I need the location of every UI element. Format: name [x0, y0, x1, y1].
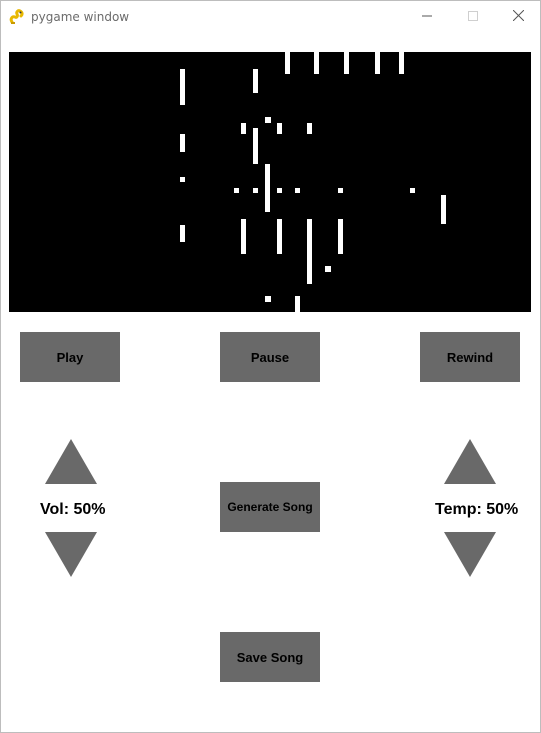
volume-up-button[interactable]: [45, 439, 97, 484]
save-song-button[interactable]: Save Song: [220, 632, 320, 682]
note-bar: [180, 225, 185, 242]
pause-button[interactable]: Pause: [220, 332, 320, 382]
save-song-label: Save Song: [236, 649, 304, 665]
maximize-icon: [468, 8, 478, 26]
note-bar: [375, 52, 380, 74]
tempo-readout: Temp: 50%: [435, 501, 519, 518]
triangle-down-icon: [444, 532, 496, 581]
rewind-button[interactable]: Rewind: [420, 332, 520, 382]
pygame-snake-icon: [9, 9, 25, 25]
note-bar: [265, 296, 271, 302]
note-bar: [307, 219, 312, 284]
note-bar: [180, 177, 185, 182]
triangle-up-icon: [45, 439, 97, 488]
note-bar: [253, 128, 258, 164]
note-bar: [314, 52, 319, 74]
note-bar: [253, 188, 258, 193]
play-button-label: Play: [56, 349, 84, 365]
triangle-up-icon: [444, 439, 496, 488]
note-bar: [295, 188, 300, 193]
note-bar: [241, 219, 246, 254]
note-bar: [180, 69, 185, 105]
rewind-button-label: Rewind: [446, 349, 494, 365]
note-bar: [338, 219, 343, 254]
note-bar: [277, 123, 282, 134]
note-bar: [241, 123, 246, 134]
note-bar: [277, 188, 282, 193]
piano-roll-canvas: [180, 52, 446, 312]
triangle-down-icon: [45, 532, 97, 581]
note-bar: [338, 188, 343, 193]
note-bar: [307, 123, 312, 134]
note-bar: [410, 188, 415, 193]
piano-roll-visualizer: [9, 52, 531, 312]
close-icon: [512, 8, 524, 26]
note-bar: [265, 117, 271, 123]
note-bar: [285, 52, 290, 74]
minimize-icon: [422, 8, 432, 26]
note-bar: [325, 266, 331, 272]
note-bar: [180, 134, 185, 152]
note-bar: [344, 52, 349, 74]
note-bar: [265, 164, 270, 212]
note-bar: [253, 69, 258, 93]
note-bar: [277, 219, 282, 254]
pause-button-label: Pause: [250, 349, 290, 365]
tempo-up-button[interactable]: [444, 439, 496, 484]
volume-down-button[interactable]: [45, 532, 97, 577]
volume-readout: Vol: 50%: [40, 501, 106, 518]
minimize-button[interactable]: [404, 1, 450, 33]
generate-song-button[interactable]: Generate Song: [220, 482, 320, 532]
title-bar: pygame window: [1, 1, 540, 33]
close-button[interactable]: [495, 1, 541, 33]
note-bar: [234, 188, 239, 193]
play-button[interactable]: Play: [20, 332, 120, 382]
tempo-down-button[interactable]: [444, 532, 496, 577]
window-title: pygame window: [31, 10, 130, 24]
generate-song-label: Generate Song: [227, 500, 313, 514]
note-bar: [399, 52, 404, 74]
maximize-button[interactable]: [450, 1, 496, 33]
note-bar: [441, 195, 446, 224]
note-bar: [295, 296, 300, 312]
